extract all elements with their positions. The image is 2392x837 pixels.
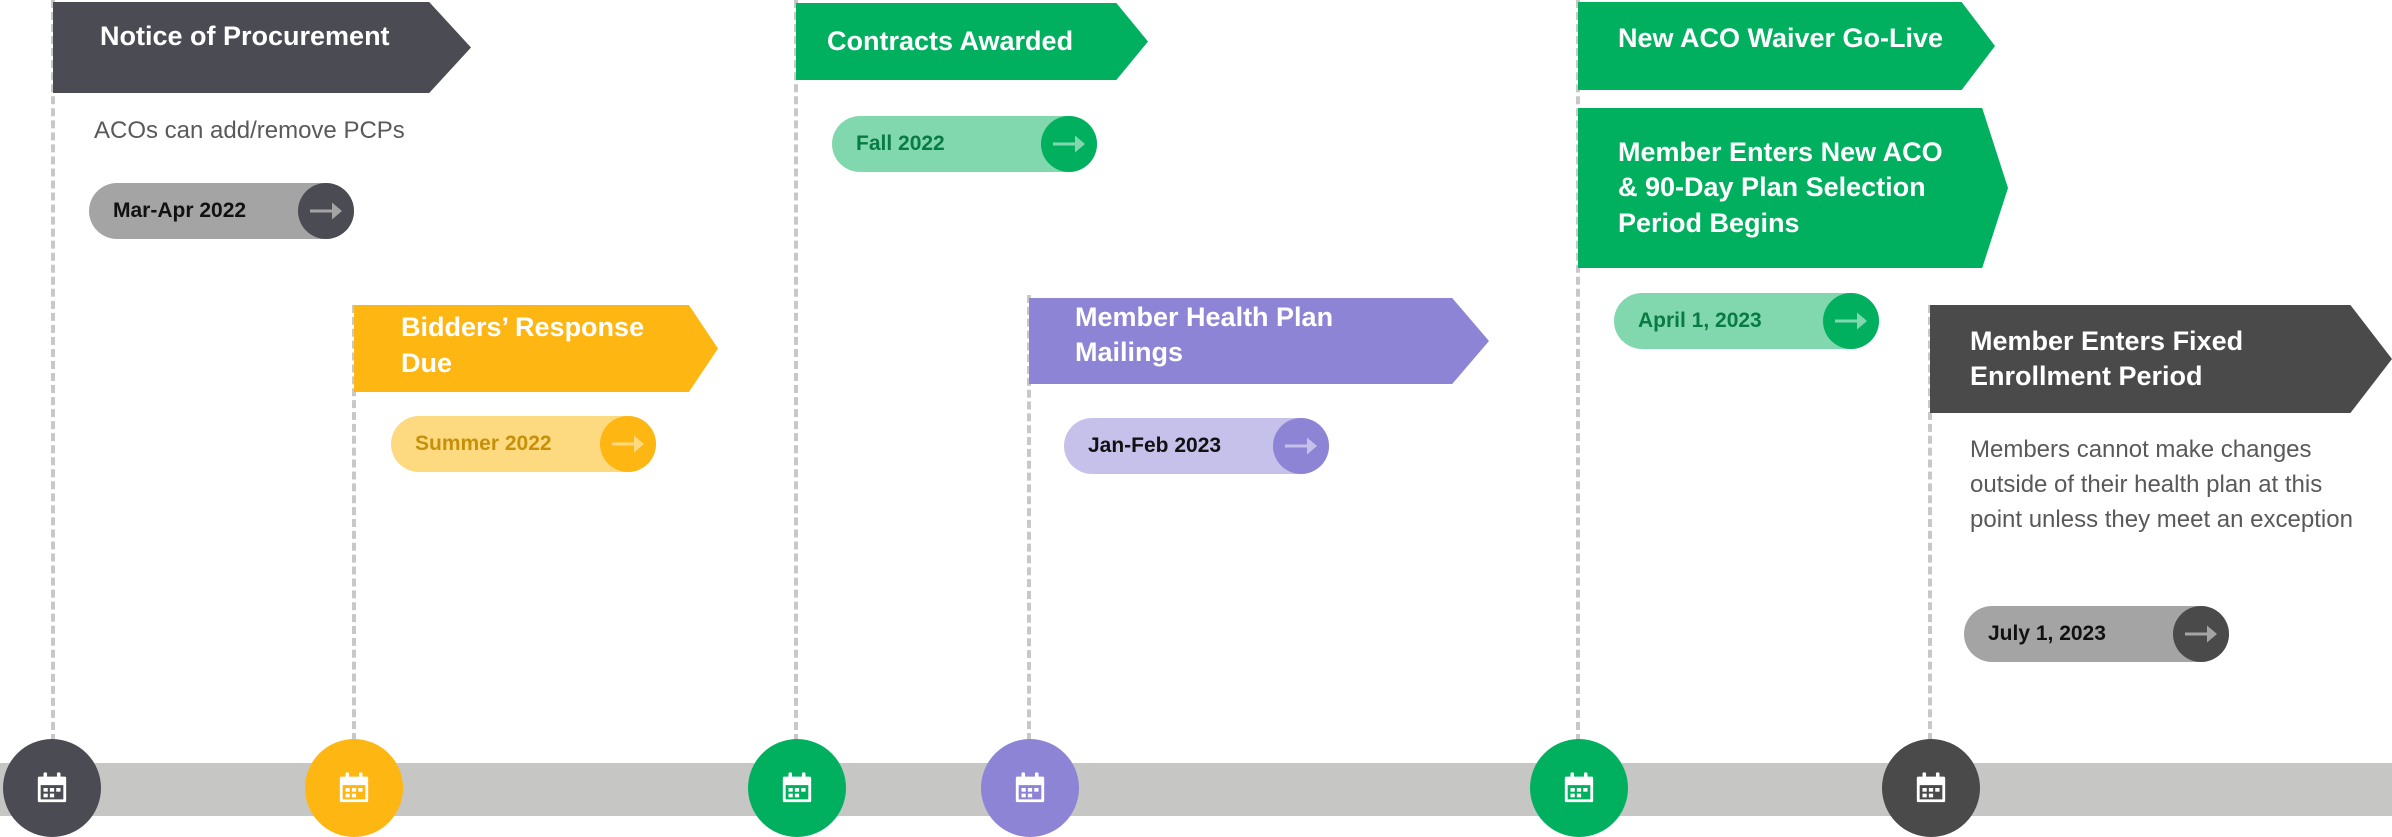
arrow-right-icon bbox=[1823, 293, 1879, 349]
milestone-4-connector bbox=[1027, 295, 1031, 741]
milestone-6-date: July 1, 2023 bbox=[1988, 622, 2106, 645]
calendar-icon bbox=[780, 771, 814, 805]
milestone-4-title-banner: Member Health Plan Mailings bbox=[1029, 298, 1489, 384]
milestone-1-date: Mar-Apr 2022 bbox=[113, 199, 247, 222]
milestone-3-title-banner: Contracts Awarded bbox=[796, 3, 1148, 80]
milestone-1-title-banner: Notice of Procurement bbox=[53, 2, 471, 93]
milestone-1-title: Notice of Procurement bbox=[100, 20, 390, 51]
milestone-2-marker bbox=[305, 739, 403, 837]
arrow-right-icon bbox=[1273, 418, 1329, 474]
milestone-5-connector bbox=[1576, 0, 1580, 742]
milestone-6-note: Members cannot make changes outside of t… bbox=[1970, 436, 2353, 533]
calendar-icon bbox=[1914, 771, 1948, 805]
calendar-icon bbox=[1562, 771, 1596, 805]
milestone-2-date-pill: Summer 2022 bbox=[391, 416, 656, 472]
milestone-6-title-banner: Member Enters Fixed Enrollment Period bbox=[1930, 305, 2392, 413]
milestone-3-connector bbox=[794, 0, 798, 742]
milestone-4-title: Member Health Plan Mailings bbox=[1075, 301, 1334, 367]
milestone-6-date-pill: July 1, 2023 bbox=[1964, 606, 2229, 662]
arrow-right-icon bbox=[2173, 606, 2229, 662]
milestone-2-title: Bidders’ Response Due bbox=[401, 312, 645, 378]
milestone-4-date: Jan-Feb 2023 bbox=[1088, 434, 1222, 457]
arrow-right-icon bbox=[1041, 116, 1097, 172]
milestone-5-title-golive: New ACO Waiver Go-Live bbox=[1618, 23, 1944, 54]
milestone-2-connector bbox=[352, 305, 356, 741]
milestone-5-title-banner-golive: New ACO Waiver Go-Live bbox=[1578, 2, 1995, 90]
milestone-6-title: Member Enters Fixed Enrollment Period bbox=[1970, 325, 2244, 391]
milestone-2-date: Summer 2022 bbox=[415, 432, 552, 455]
milestone-1-date-pill: Mar-Apr 2022 bbox=[89, 183, 354, 239]
milestone-3-marker bbox=[748, 739, 846, 837]
milestone-3-title: Contracts Awarded bbox=[827, 25, 1074, 56]
milestone-3-date: Fall 2022 bbox=[856, 132, 945, 155]
milestone-1-connector bbox=[51, 0, 55, 742]
milestone-1-marker bbox=[3, 739, 101, 837]
milestone-3-date-pill: Fall 2022 bbox=[832, 116, 1097, 172]
arrow-right-icon bbox=[298, 183, 354, 239]
milestone-4-date-pill: Jan-Feb 2023 bbox=[1064, 418, 1329, 474]
calendar-icon bbox=[35, 771, 69, 805]
arrow-right-icon bbox=[600, 416, 656, 472]
calendar-icon bbox=[337, 771, 371, 805]
calendar-icon bbox=[1013, 771, 1047, 805]
milestone-5-date: April 1, 2023 bbox=[1638, 309, 1762, 332]
milestone-5-marker bbox=[1530, 739, 1628, 837]
milestone-5-date-pill: April 1, 2023 bbox=[1614, 293, 1879, 349]
milestone-5-title-selection: Member Enters New ACO & 90-Day Plan Sele… bbox=[1618, 137, 1943, 238]
milestone-4-marker bbox=[981, 739, 1079, 837]
milestone-1-note: ACOs can add/remove PCPs bbox=[94, 117, 405, 144]
milestone-5-title-banner-selection: Member Enters New ACO & 90-Day Plan Sele… bbox=[1578, 108, 2008, 268]
milestone-6-connector bbox=[1928, 305, 1932, 741]
milestone-6-marker bbox=[1882, 739, 1980, 837]
milestone-2-title-banner: Bidders’ Response Due bbox=[354, 305, 718, 392]
